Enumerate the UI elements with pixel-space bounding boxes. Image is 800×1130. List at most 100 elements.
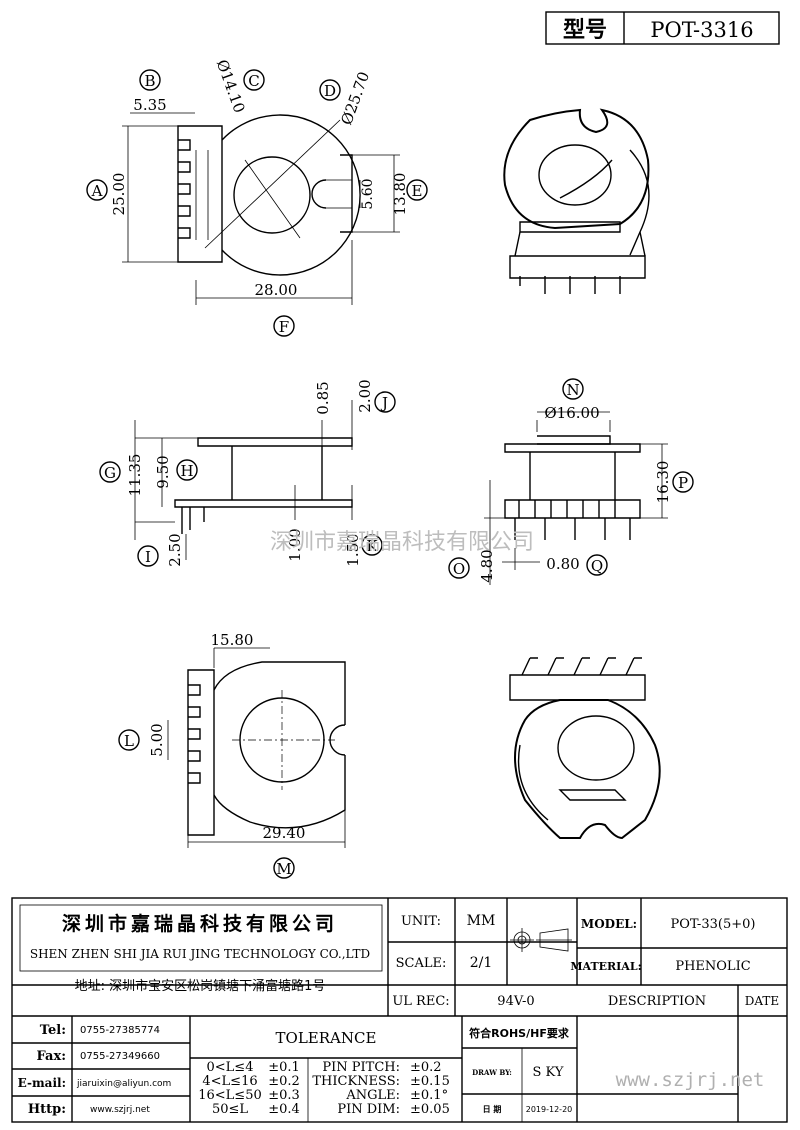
date-value: 2019-12-20 [526, 1105, 573, 1114]
view-top-left: 25.00 5.35 Ø14.10 Ø25.70 13.80 5.60 28.0… [86, 57, 428, 337]
dim-q: 0.80 [546, 555, 579, 573]
svg-text:H: H [180, 462, 193, 480]
svg-text:G: G [104, 464, 116, 482]
dim-m: 29.40 [263, 824, 306, 842]
callout-g: G [99, 461, 121, 483]
rohs-note: 符合ROHS/HF要求 [469, 1026, 570, 1040]
model-label: MODEL: [581, 917, 637, 931]
dim-p: 16.30 [654, 461, 672, 504]
dim-f: 28.00 [255, 281, 298, 299]
tolerance-label: TOLERANCE [276, 1029, 377, 1047]
svg-text:B: B [144, 72, 155, 90]
tol-name-2: THICKNESS: [312, 1074, 400, 1089]
ul-label: UL REC: [392, 994, 449, 1009]
dim-c: Ø14.10 [213, 57, 249, 115]
projection-symbol-icon [510, 928, 572, 952]
draw-label: DRAW BY: [472, 1068, 512, 1077]
unit-label: UNIT: [401, 914, 441, 929]
dim-g: 11.35 [126, 454, 144, 497]
dim-n: Ø16.00 [544, 404, 599, 422]
callout-l: L [118, 729, 140, 751]
address: 地址: 深圳市宝安区松岗镇塘下涌富塘路1号 [75, 978, 326, 994]
callout-c: C [243, 69, 265, 91]
callout-i: I [137, 545, 159, 567]
svg-text:K: K [366, 537, 378, 555]
unit-value: MM [467, 913, 496, 929]
svg-text:N: N [566, 381, 579, 399]
svg-text:I: I [145, 548, 151, 566]
dim-j1: 0.85 [314, 381, 332, 414]
scale-value: 2/1 [470, 955, 493, 971]
tol-name-1: PIN PITCH: [322, 1060, 400, 1075]
dim-l: 5.00 [148, 723, 166, 756]
svg-text:A: A [91, 182, 103, 200]
model-title: POT-3316 [650, 18, 753, 42]
email-label: E-mail: [18, 1076, 66, 1090]
tol-value-4: ±0.4 [268, 1102, 300, 1117]
dim-k2: 1.50 [344, 533, 362, 566]
tol-range-2: 4<L≤16 [202, 1074, 257, 1089]
header-model-box: 型号 POT-3316 [545, 11, 780, 45]
dim-e: 13.80 [391, 173, 409, 216]
dim-k1: 1.00 [286, 528, 304, 561]
view-iso-bottom [509, 657, 661, 840]
date-cn-label: 日 期 [483, 1104, 502, 1114]
dim-i: 2.50 [166, 533, 184, 566]
model-value: POT-33(5+0) [671, 917, 756, 932]
dim-o: 4.80 [478, 549, 496, 582]
email-value: jiaruixin@aliyun.com [76, 1079, 171, 1089]
view-side: 11.35 9.50 2.50 0.85 2.00 1.00 1.50 G H … [99, 379, 396, 567]
tol-value-2: ±0.2 [268, 1074, 300, 1089]
dim-d: Ø25.70 [337, 69, 373, 127]
callout-p: P [672, 471, 694, 493]
draw-value: S KY [533, 1065, 564, 1080]
tol-val-3: ±0.1° [410, 1088, 448, 1103]
dim-j2: 2.00 [356, 379, 374, 412]
tol-range-1: 0<L≤4 [207, 1060, 254, 1075]
tol-val-2: ±0.15 [410, 1074, 450, 1089]
dim-b: 5.35 [133, 96, 166, 114]
type-label: 型号 [563, 18, 607, 43]
website: www.szjrj.net [616, 1069, 765, 1091]
dim-h: 9.50 [154, 455, 172, 488]
svg-text:F: F [279, 318, 289, 336]
callout-h: H [176, 459, 198, 481]
tol-range-3: 16<L≤50 [198, 1088, 262, 1103]
callout-f: F [273, 315, 295, 337]
svg-text:J: J [380, 394, 388, 412]
callout-q: Q [586, 554, 608, 576]
http-value: www.szjrj.net [90, 1105, 150, 1115]
scale-label: SCALE: [396, 956, 447, 971]
company-en: SHEN ZHEN SHI JIA RUI JING TECHNOLOGY CO… [30, 947, 370, 961]
svg-text:Q: Q [591, 557, 603, 575]
tel-label: Tel: [40, 1023, 66, 1038]
fax-label: Fax: [37, 1049, 67, 1064]
dim-top-w: 15.80 [211, 631, 254, 649]
tol-name-4: PIN DIM: [337, 1102, 400, 1117]
tol-value-3: ±0.3 [268, 1088, 300, 1103]
watermark: 深圳市嘉瑞晶科技有限公司 [270, 530, 534, 555]
material-value: PHENOLIC [675, 959, 750, 974]
material-label: MATERIAL: [570, 960, 641, 973]
view-iso-top [503, 108, 650, 294]
view-front: Ø16.00 16.30 4.80 0.80 N P O Q [448, 378, 694, 585]
svg-text:E: E [412, 182, 423, 200]
svg-text:P: P [678, 474, 688, 492]
tol-name-3: ANGLE: [345, 1088, 400, 1103]
description-label: DESCRIPTION [608, 994, 706, 1009]
view-bottom-left: 15.80 5.00 29.40 L M [118, 631, 346, 879]
svg-text:L: L [124, 732, 134, 750]
tol-range-4: 50≤L [212, 1102, 248, 1117]
callout-a: A [86, 179, 108, 201]
callout-m: M [273, 857, 295, 879]
svg-text:C: C [248, 72, 259, 90]
svg-text:O: O [453, 560, 465, 578]
tel-value: 0755-27385774 [80, 1025, 160, 1036]
callout-n: N [562, 378, 584, 400]
callout-o: O [448, 557, 470, 579]
dim-e2: 5.60 [360, 178, 376, 209]
callout-j: J [374, 391, 396, 413]
title-block: 深圳市嘉瑞晶科技有限公司 SHEN ZHEN SHI JIA RUI JING … [11, 897, 788, 1123]
svg-text:M: M [276, 860, 291, 878]
